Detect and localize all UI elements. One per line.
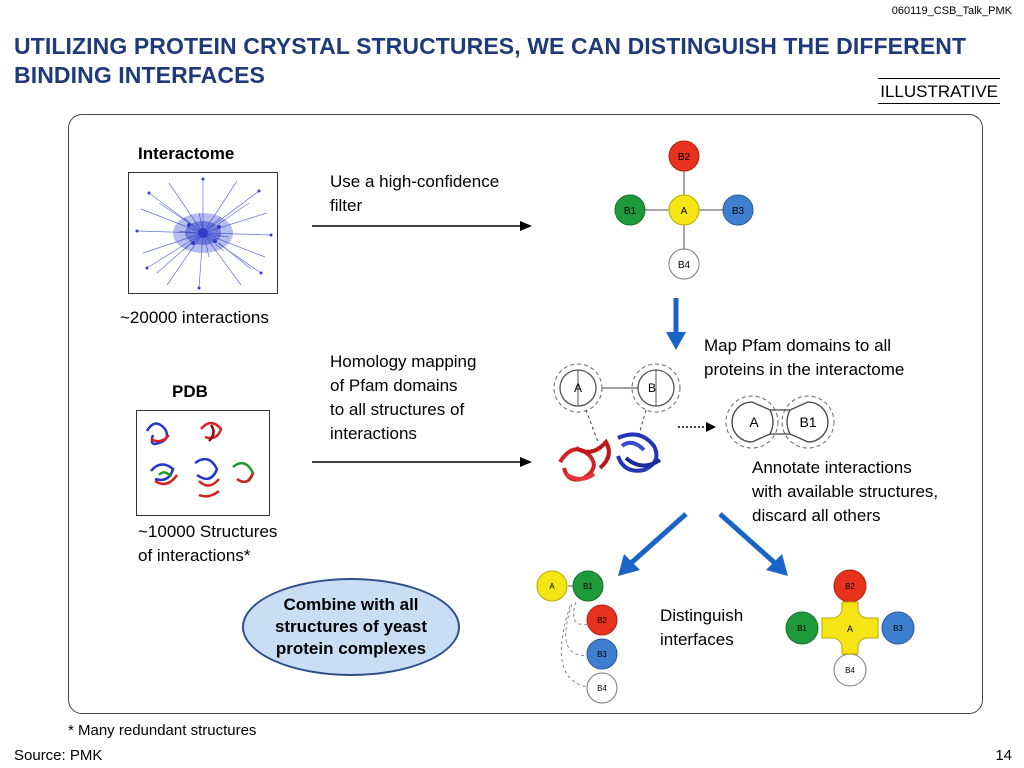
annotate-step-line: discard all others	[752, 506, 881, 525]
domain-b: B	[631, 363, 681, 413]
svg-text:B1: B1	[799, 414, 816, 430]
interface-node-b1: B1	[785, 611, 819, 645]
stack-node-b3: B3	[586, 638, 618, 670]
node-b4: B4	[668, 248, 700, 280]
combine-callout: Combine with all structures of yeast pro…	[242, 578, 460, 676]
distinguish-line: interfaces	[660, 630, 734, 649]
node-a: A	[668, 194, 700, 226]
svg-text:B3: B3	[597, 650, 607, 659]
distinguish-line: Distinguish	[660, 606, 744, 625]
svg-text:A: A	[574, 381, 582, 395]
combine-line: protein complexes	[275, 639, 427, 658]
homology-step-label: Homology mapping of Pfam domains to all …	[330, 350, 476, 446]
svg-text:B4: B4	[845, 666, 855, 675]
interactome-network-image	[128, 172, 278, 294]
annotate-step-label: Annotate interactions with available str…	[752, 456, 938, 528]
interface-a-b1: A B1	[725, 395, 835, 449]
svg-text:A: A	[749, 414, 759, 430]
protein-ribbon-icon	[558, 432, 662, 482]
interactome-heading: Interactome	[138, 144, 235, 163]
filter-step-line: Use a high-confidence	[330, 172, 500, 191]
svg-text:B4: B4	[597, 684, 607, 693]
homology-arrow	[312, 457, 532, 467]
distinguished-interface-star: B2 B1 B3 B4 A	[785, 569, 915, 687]
map-step-line: Map Pfam domains to all	[704, 336, 892, 355]
svg-text:A: A	[549, 582, 555, 591]
document-id: 060119_CSB_Talk_PMK	[891, 5, 1012, 17]
interactome-count: ~20000 interactions	[120, 308, 269, 327]
svg-text:B2: B2	[845, 582, 855, 591]
interface-node-b4: B4	[833, 653, 867, 687]
stack-node-b2: B2	[586, 604, 618, 636]
svg-text:A: A	[681, 206, 688, 217]
map-down-arrow	[666, 298, 686, 350]
pdb-count: ~10000 Structures of interactions*	[138, 520, 277, 568]
filter-step-line: filter	[330, 196, 363, 215]
pdb-count-line: ~10000 Structures	[138, 522, 278, 541]
stack-node-b1: B1	[572, 570, 604, 602]
protein-structures-icon	[145, 421, 255, 498]
homology-step-line: Homology mapping	[330, 352, 477, 371]
combine-line: Combine with all	[283, 595, 419, 614]
annotate-step-line: with available structures,	[752, 482, 939, 501]
stacked-interface-nodes: A B1 B2 B3 B4	[536, 570, 618, 704]
homology-step-line: of Pfam domains	[330, 376, 458, 395]
diagram-panel	[68, 114, 983, 714]
combine-line: structures of yeast	[274, 617, 428, 636]
filter-step-label: Use a high-confidence filter	[330, 170, 499, 218]
svg-text:B3: B3	[732, 206, 745, 217]
down-left-arrow	[618, 512, 688, 576]
slide-title: UTILIZING PROTEIN CRYSTAL STRUCTURES, WE…	[14, 33, 967, 88]
pdb-structures-image	[136, 410, 270, 516]
interface-node-b2: B2	[833, 569, 867, 603]
svg-text:B1: B1	[624, 206, 637, 217]
node-b2: B2	[668, 140, 700, 172]
dotted-arrow	[678, 422, 716, 432]
node-b1: B1	[614, 194, 646, 226]
svg-text:B4: B4	[678, 260, 691, 271]
homology-step-line: to all structures of	[330, 400, 465, 419]
homology-step-line: interactions	[330, 424, 417, 443]
domain-structure-illustration: A B	[553, 363, 681, 482]
svg-text:B1: B1	[797, 624, 807, 633]
svg-text:B2: B2	[678, 152, 691, 163]
source-note: Source: PMK	[14, 747, 103, 764]
map-step-label: Map Pfam domains to all proteins in the …	[704, 334, 904, 382]
svg-text:A: A	[847, 624, 853, 634]
pdb-heading: PDB	[172, 382, 208, 401]
domain-a: A	[553, 363, 603, 413]
svg-text:B3: B3	[893, 624, 903, 633]
svg-text:B2: B2	[597, 616, 607, 625]
down-right-arrow	[718, 512, 788, 576]
interface-node-a: A	[821, 601, 879, 655]
stack-node-b4: B4	[586, 672, 618, 704]
stack-node-a: A	[536, 570, 568, 602]
map-step-line: proteins in the interactome	[704, 360, 905, 379]
network-hairball-icon	[135, 177, 273, 290]
filter-arrow	[312, 221, 532, 231]
svg-text:B1: B1	[583, 582, 593, 591]
page-number: 14	[995, 747, 1012, 764]
annotate-step-line: Annotate interactions	[752, 458, 912, 477]
svg-text:B: B	[648, 381, 656, 395]
footnote: * Many redundant structures	[68, 722, 257, 739]
illustrative-tag: ILLUSTRATIVE	[878, 78, 1000, 104]
interface-node-b3: B3	[881, 611, 915, 645]
node-b3: B3	[722, 194, 754, 226]
interaction-star-network: B2 B1 A B3 B4	[614, 140, 754, 280]
distinguish-label: Distinguish interfaces	[660, 604, 743, 652]
pdb-count-line: of interactions*	[138, 546, 251, 565]
